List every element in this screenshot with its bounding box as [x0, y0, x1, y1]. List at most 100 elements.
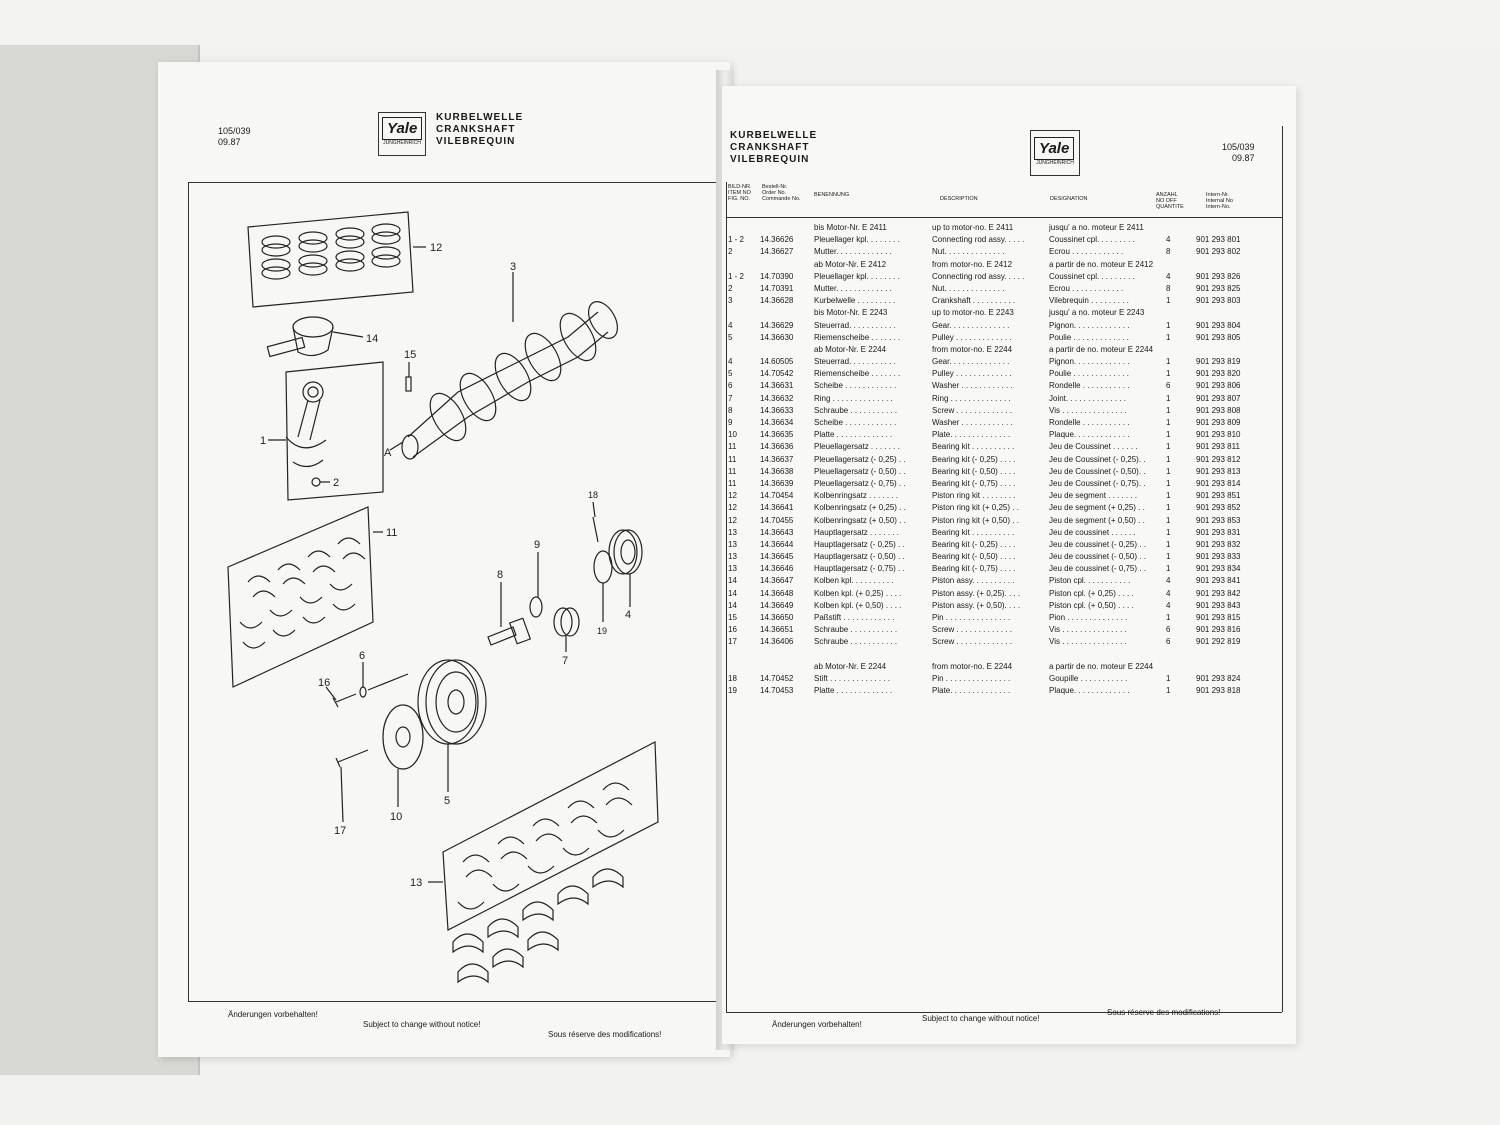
cell-order: 14.36645	[760, 552, 794, 562]
cell-en: from motor-no. E 2244	[932, 344, 1013, 354]
cell-en: Gear. . . . . . . . . . . . . .	[932, 357, 1010, 367]
cell-intern: 901 293 809	[1196, 418, 1241, 427]
cell-item: 2	[728, 283, 733, 293]
cell-en: Pin . . . . . . . . . . . . . . .	[932, 673, 1011, 683]
cell-en: Gear. . . . . . . . . . . . . .	[932, 320, 1010, 330]
cell-qty: 1	[1166, 442, 1171, 452]
cell-en: Plate. . . . . . . . . . . . . .	[932, 686, 1011, 696]
cell-en: Bearing kit (- 0,50) . . . .	[932, 466, 1016, 476]
cell-de: ab Motor-Nr. E 2244	[814, 344, 887, 354]
cell-intern: 901 293 852	[1196, 503, 1241, 513]
callout-2: 2	[333, 477, 339, 489]
cell-qty: 1	[1166, 503, 1171, 513]
cell-en: Plate. . . . . . . . . . . . . .	[932, 430, 1011, 440]
cell-fr: Joint. . . . . . . . . . . . . .	[1049, 393, 1126, 403]
cell-order: 14.36629	[760, 320, 794, 330]
cell-en: Piston ring kit (+ 0,25) . .	[932, 503, 1019, 513]
cell-intern: 901 293 853	[1196, 515, 1241, 525]
cell-de: Pleuellager kpl. . . . . . . .	[814, 271, 900, 281]
cell-de: Pleuellagersatz (- 0,75) . .	[814, 478, 906, 488]
cell-de: Kurbelwelle . . . . . . . . .	[814, 296, 896, 306]
cell-item: 7	[728, 393, 733, 403]
cell-intern: 901 293 841	[1196, 576, 1241, 586]
cell-intern: 901 293 825	[1196, 283, 1241, 293]
cell-order: 14.36632	[760, 393, 794, 403]
cell-order: 14.36628	[760, 296, 794, 306]
cell-qty: 1	[1166, 527, 1171, 537]
cell-intern: 901 293 808	[1196, 405, 1241, 415]
cell-qty: 4	[1166, 600, 1171, 610]
cell-de: Scheibe . . . . . . . . . . . .	[814, 418, 897, 427]
title-en: CRANKSHAFT	[436, 124, 516, 135]
cell-intern: 901 292 819	[1196, 637, 1241, 647]
cell-item: 4	[728, 357, 733, 367]
callout-3: 3	[510, 261, 516, 273]
callout-8: 8	[497, 569, 503, 581]
cell-en: Piston ring kit (+ 0,50) . .	[932, 515, 1019, 525]
cell-item: 13	[728, 552, 737, 562]
cell-intern: 901 293 834	[1196, 564, 1241, 574]
cell-de: Pleuellager kpl. . . . . . . .	[814, 235, 900, 245]
cell-en: Washer . . . . . . . . . . . .	[932, 418, 1013, 427]
background-top	[0, 0, 1500, 46]
crankshaft	[401, 301, 619, 460]
cell-en: Bearing kit (- 0,75) . . . .	[932, 478, 1016, 488]
cell-qty: 1	[1166, 466, 1171, 476]
cell-en: Connecting rod assy. . . . .	[932, 271, 1025, 281]
title-fr: VILEBREQUIN	[436, 136, 516, 147]
cell-qty: 4	[1166, 576, 1171, 586]
cell-qty: 4	[1166, 235, 1171, 245]
cell-intern: 901 293 851	[1196, 491, 1241, 501]
col-order: Bestell-Nr.Order No.Commande No.	[762, 184, 801, 202]
cell-fr: Jeu de coussinet (- 0,25) . .	[1049, 539, 1146, 549]
cell-fr: Vis . . . . . . . . . . . . . . .	[1049, 405, 1127, 415]
cell-intern: 901 293 806	[1196, 381, 1241, 391]
callout-4: 4	[625, 609, 631, 621]
cell-order: 14.70453	[760, 686, 794, 696]
cell-en: up to motor-no. E 2243	[932, 308, 1014, 318]
page-ref: 105/039	[1222, 142, 1255, 152]
callout-10: 10	[390, 811, 402, 823]
logo-subtitle: JUNGHEINRICH	[1036, 160, 1074, 166]
cell-de: Kolbenringsatz (+ 0,50) . .	[814, 515, 906, 525]
cell-intern: 901 293 818	[1196, 686, 1241, 696]
cell-en: Nut. . . . . . . . . . . . . .	[932, 283, 1005, 293]
cell-intern: 901 293 819	[1196, 357, 1241, 367]
cell-intern: 901 293 820	[1196, 369, 1241, 379]
cell-en: Piston assy. . . . . . . . . .	[932, 576, 1015, 586]
cell-order: 14.70455	[760, 515, 794, 525]
cell-item: 12	[728, 503, 737, 513]
bearing-shells-11	[239, 537, 366, 649]
left-page-header: 105/039 09.87 Yale JUNGHEINRICH KURBELWE…	[218, 110, 698, 170]
cell-intern: 901 293 802	[1196, 247, 1241, 257]
cell-qty: 8	[1166, 283, 1171, 293]
cell-de: ab Motor-Nr. E 2244	[814, 661, 887, 671]
footer-fr: Sous réserve des modifications!	[548, 1030, 662, 1039]
cell-intern: 901 293 803	[1196, 296, 1241, 306]
cell-fr: Poulie . . . . . . . . . . . . .	[1049, 369, 1130, 379]
cell-intern: 901 293 815	[1196, 613, 1241, 622]
pulley-plate	[382, 704, 424, 770]
cell-fr: jusqu' a no. moteur E 2411	[1049, 223, 1144, 232]
cell-fr: Plaque. . . . . . . . . . . . .	[1049, 430, 1130, 440]
cell-order: 14.36635	[760, 430, 794, 440]
callout-12: 12	[430, 242, 442, 254]
cell-de: Paßstift . . . . . . . . . . . .	[814, 613, 895, 622]
cell-de: Platte . . . . . . . . . . . . .	[814, 430, 893, 440]
cell-item: 13	[728, 527, 737, 537]
cell-qty: 1	[1166, 332, 1171, 342]
cell-order: 14.36406	[760, 637, 794, 647]
callout-9: 9	[534, 539, 540, 551]
page-title: KURBELWELLE CRANKSHAFT VILEBREQUIN	[436, 112, 523, 148]
